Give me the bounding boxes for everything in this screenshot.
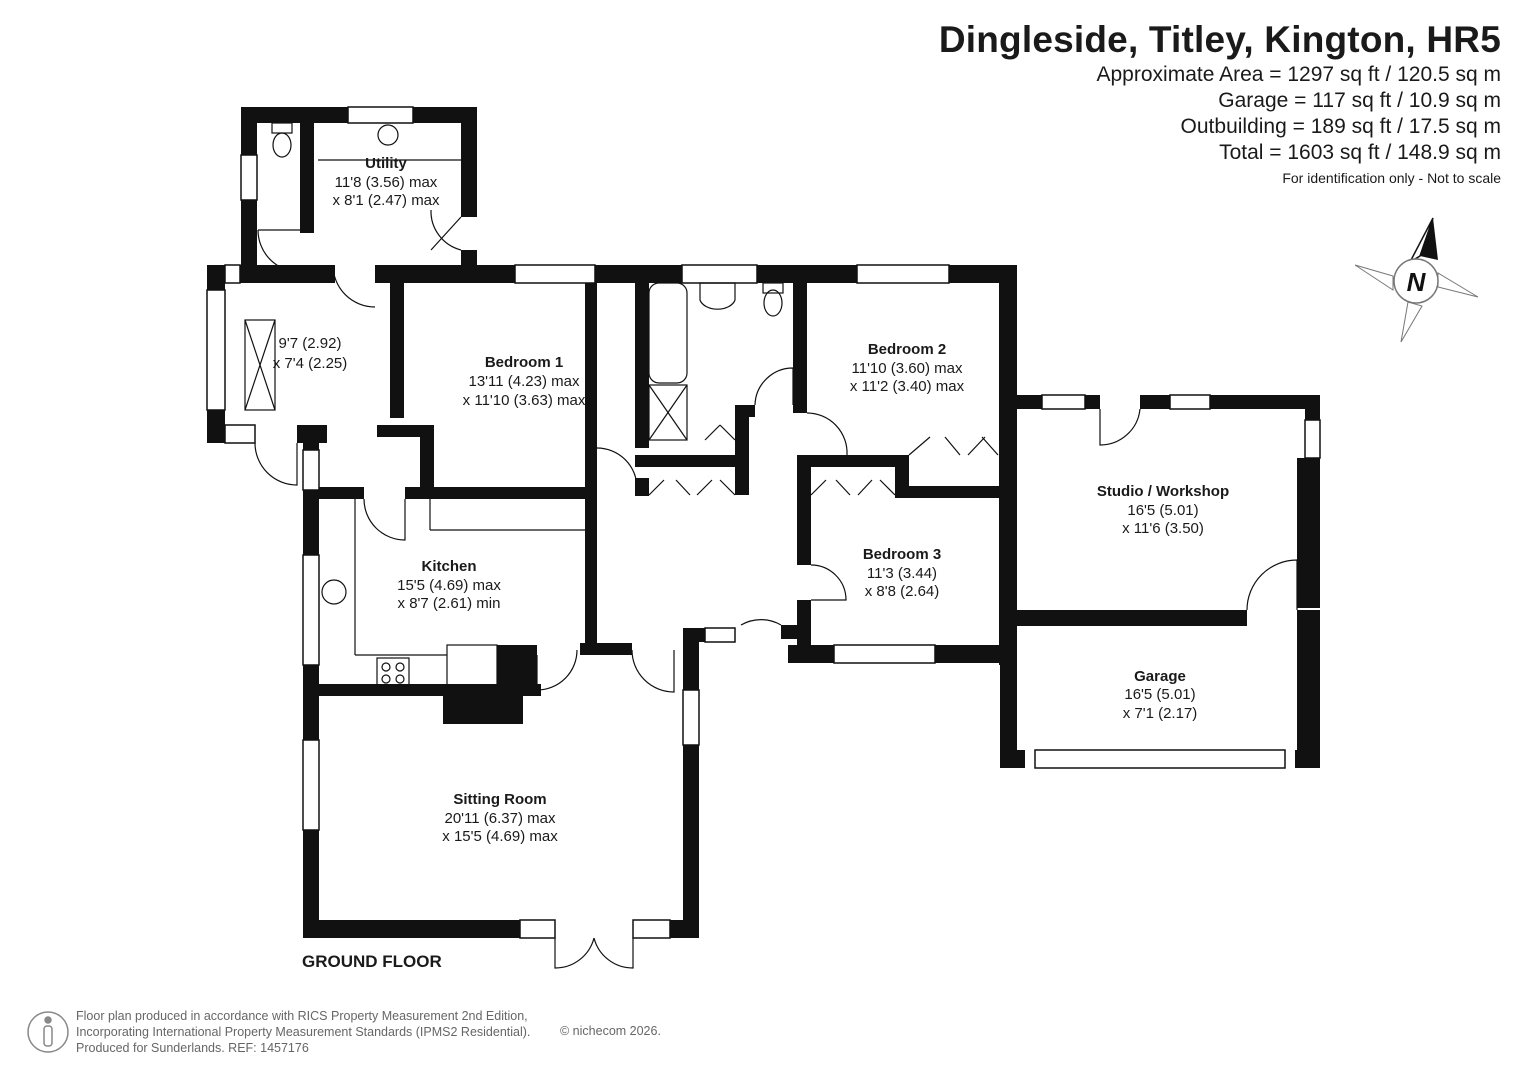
floor-label: GROUND FLOOR	[302, 952, 442, 971]
garage-dim1: 16'5 (5.01)	[1124, 686, 1195, 703]
bedroom1-dim2: x 11'10 (3.63) max	[463, 392, 586, 409]
sitting-room-name: Sitting Room	[453, 791, 546, 808]
studio-dim2: x 11'6 (3.50)	[1122, 520, 1204, 537]
bedroom3-dim1: 11'3 (3.44)	[867, 565, 937, 582]
bedroom2-dim1: 11'10 (3.60) max	[852, 360, 963, 377]
copyright: © nichecom 2026.	[560, 1024, 661, 1038]
entrance-dim2: x 7'4 (2.25)	[273, 355, 348, 372]
kitchen-name: Kitchen	[421, 558, 476, 575]
total-area: Total = 1603 sq ft / 148.9 sq m	[1219, 141, 1501, 165]
kitchen-dim1: 15'5 (4.69) max	[397, 577, 501, 594]
kitchen-dim2: x 8'7 (2.61) min	[398, 595, 501, 612]
bedroom3-dim2: x 8'8 (2.64)	[865, 583, 940, 600]
bedroom3-name: Bedroom 3	[863, 546, 941, 563]
compass-icon: N	[1354, 217, 1479, 343]
footer: Floor plan produced in accordance with R…	[76, 1008, 530, 1056]
fixtures	[244, 122, 999, 687]
utility-dim2: x 8'1 (2.47) max	[332, 192, 440, 209]
entrance-dim1: 9'7 (2.92)	[279, 335, 342, 352]
footer-line-3: Produced for Sunderlands. REF: 1457176	[76, 1041, 309, 1055]
plan-header: Dingleside, Titley, Kington, HR5 Approxi…	[939, 18, 1501, 186]
footer-line-2: Incorporating International Property Mea…	[76, 1025, 531, 1039]
sitting-room-dim2: x 15'5 (4.69) max	[442, 828, 558, 845]
compass-north-label: N	[1407, 267, 1427, 297]
bedroom1-dim1: 13'11 (4.23) max	[469, 373, 580, 390]
utility-name: Utility	[365, 155, 407, 172]
property-title: Dingleside, Titley, Kington, HR5	[938, 19, 1501, 60]
garage-area: Garage = 117 sq ft / 10.9 sq m	[1218, 89, 1501, 113]
studio-name: Studio / Workshop	[1097, 483, 1229, 500]
scale-note: For identification only - Not to scale	[1282, 170, 1501, 187]
bedroom1-name: Bedroom 1	[485, 354, 563, 371]
studio-dim1: 16'5 (5.01)	[1127, 502, 1198, 519]
garage-dim2: x 7'1 (2.17)	[1123, 705, 1198, 722]
windows	[206, 106, 1321, 939]
sitting-room-dim1: 20'11 (6.37) max	[445, 810, 556, 827]
outbuilding-area: Outbuilding = 189 sq ft / 17.5 sq m	[1180, 115, 1501, 139]
room-labels: Utility 11'8 (3.56) max x 8'1 (2.47) max…	[273, 155, 1229, 845]
bedroom2-dim2: x 11'2 (3.40) max	[850, 378, 965, 395]
garage-name: Garage	[1134, 668, 1186, 685]
approximate-area: Approximate Area = 1297 sq ft / 120.5 sq…	[1096, 63, 1502, 87]
utility-dim1: 11'8 (3.56) max	[335, 174, 438, 191]
doors	[254, 209, 1298, 969]
bedroom2-name: Bedroom 2	[868, 341, 946, 358]
footer-line-1: Floor plan produced in accordance with R…	[76, 1009, 528, 1023]
person-logo-icon	[27, 1011, 69, 1053]
